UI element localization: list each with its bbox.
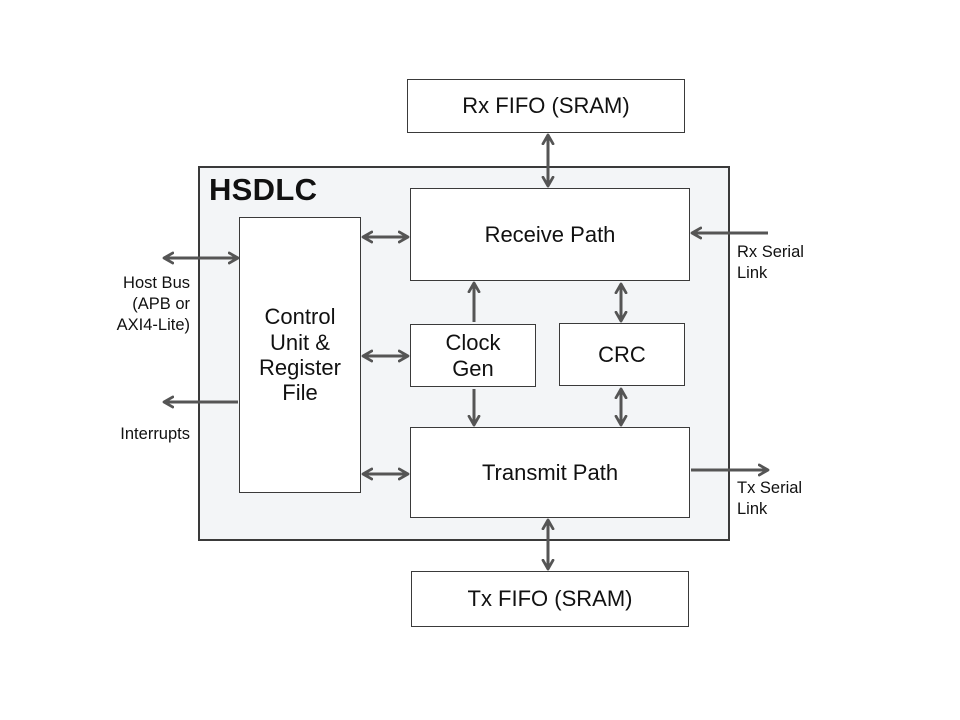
tx-fifo-block: Tx FIFO (SRAM)	[411, 571, 689, 627]
clock-gen-label: Clock Gen	[445, 330, 501, 381]
interrupts-label: Interrupts	[120, 425, 190, 443]
tx-fifo-label: Tx FIFO (SRAM)	[467, 586, 633, 612]
crc-block: CRC	[559, 323, 685, 386]
control-unit-block: Control Unit & Register File	[239, 217, 361, 493]
tx-serial-label: Tx Serial Link	[737, 479, 803, 518]
control-unit-label: Control Unit & Register File	[259, 304, 341, 406]
clock-gen-block: Clock Gen	[410, 324, 536, 387]
crc-label: CRC	[598, 341, 646, 367]
receive-path-block: Receive Path	[410, 188, 690, 281]
rx-fifo-block: Rx FIFO (SRAM)	[407, 79, 685, 133]
host-bus-label: Host Bus (APB or AXI4-Lite)	[116, 274, 190, 334]
receive-path-label: Receive Path	[484, 221, 616, 247]
rx-serial-label: Rx Serial Link	[737, 243, 804, 282]
transmit-path-block: Transmit Path	[410, 427, 690, 518]
transmit-path-label: Transmit Path	[481, 459, 619, 485]
rx-fifo-label: Rx FIFO (SRAM)	[462, 93, 630, 119]
diagram-title: HSDLC	[209, 172, 318, 207]
